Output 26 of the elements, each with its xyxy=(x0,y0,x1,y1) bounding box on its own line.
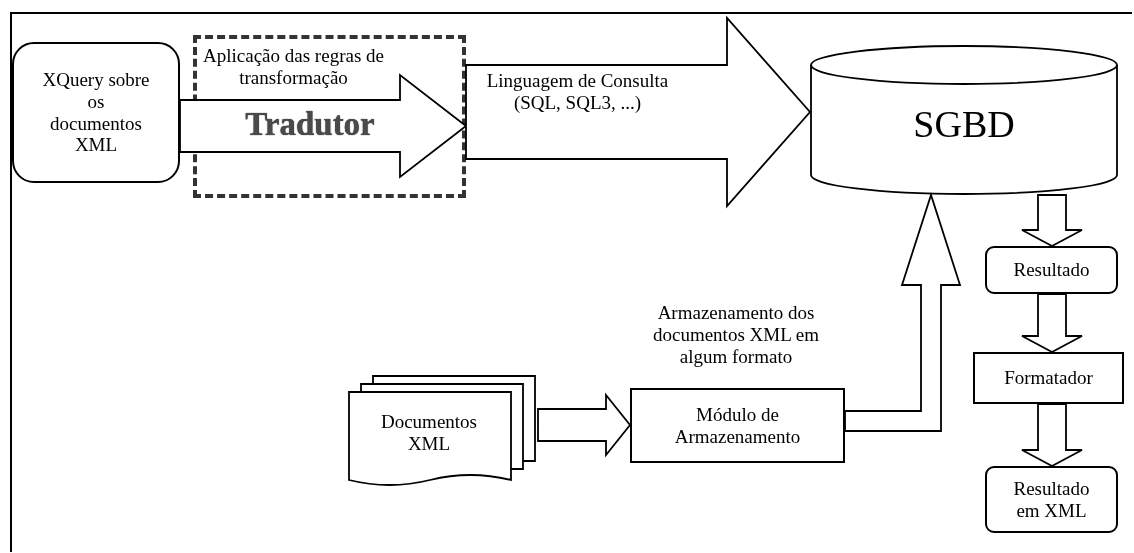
node-text: Resultado xyxy=(1013,259,1090,281)
node-text: Formatador xyxy=(1004,367,1093,389)
document-stack xyxy=(348,375,538,487)
block-arrow xyxy=(844,192,962,432)
edge-label: Armazenamento dos documentos XML em algum formato xyxy=(651,302,820,368)
node-text: Resultado em XML xyxy=(1012,477,1091,522)
database-cylinder xyxy=(810,45,1118,195)
block-arrow xyxy=(1021,403,1083,467)
block-arrow xyxy=(465,15,812,209)
block-arrow xyxy=(1021,293,1083,353)
edge-label: Linguagem de Consulta (SQL, SQL3, ...) xyxy=(485,70,670,114)
node-text: Documentos XML xyxy=(379,411,478,455)
block-arrow xyxy=(1021,194,1083,247)
block-arrow xyxy=(179,73,468,179)
node-text: XQuery sobre os documentos XML xyxy=(41,68,151,157)
rounded-box xyxy=(985,246,1118,294)
node-text: SGBD xyxy=(913,103,1015,147)
edge-label: Tradutor xyxy=(244,106,376,144)
rounded-box xyxy=(12,42,180,183)
node-text: Aplicação das regras de transformação xyxy=(202,45,385,89)
rounded-box xyxy=(985,466,1118,533)
process-box xyxy=(973,352,1124,404)
node-text: Módulo de Armazenamento xyxy=(673,403,802,448)
process-box xyxy=(630,388,845,463)
block-arrow xyxy=(537,392,632,458)
dashed-region xyxy=(193,35,466,198)
